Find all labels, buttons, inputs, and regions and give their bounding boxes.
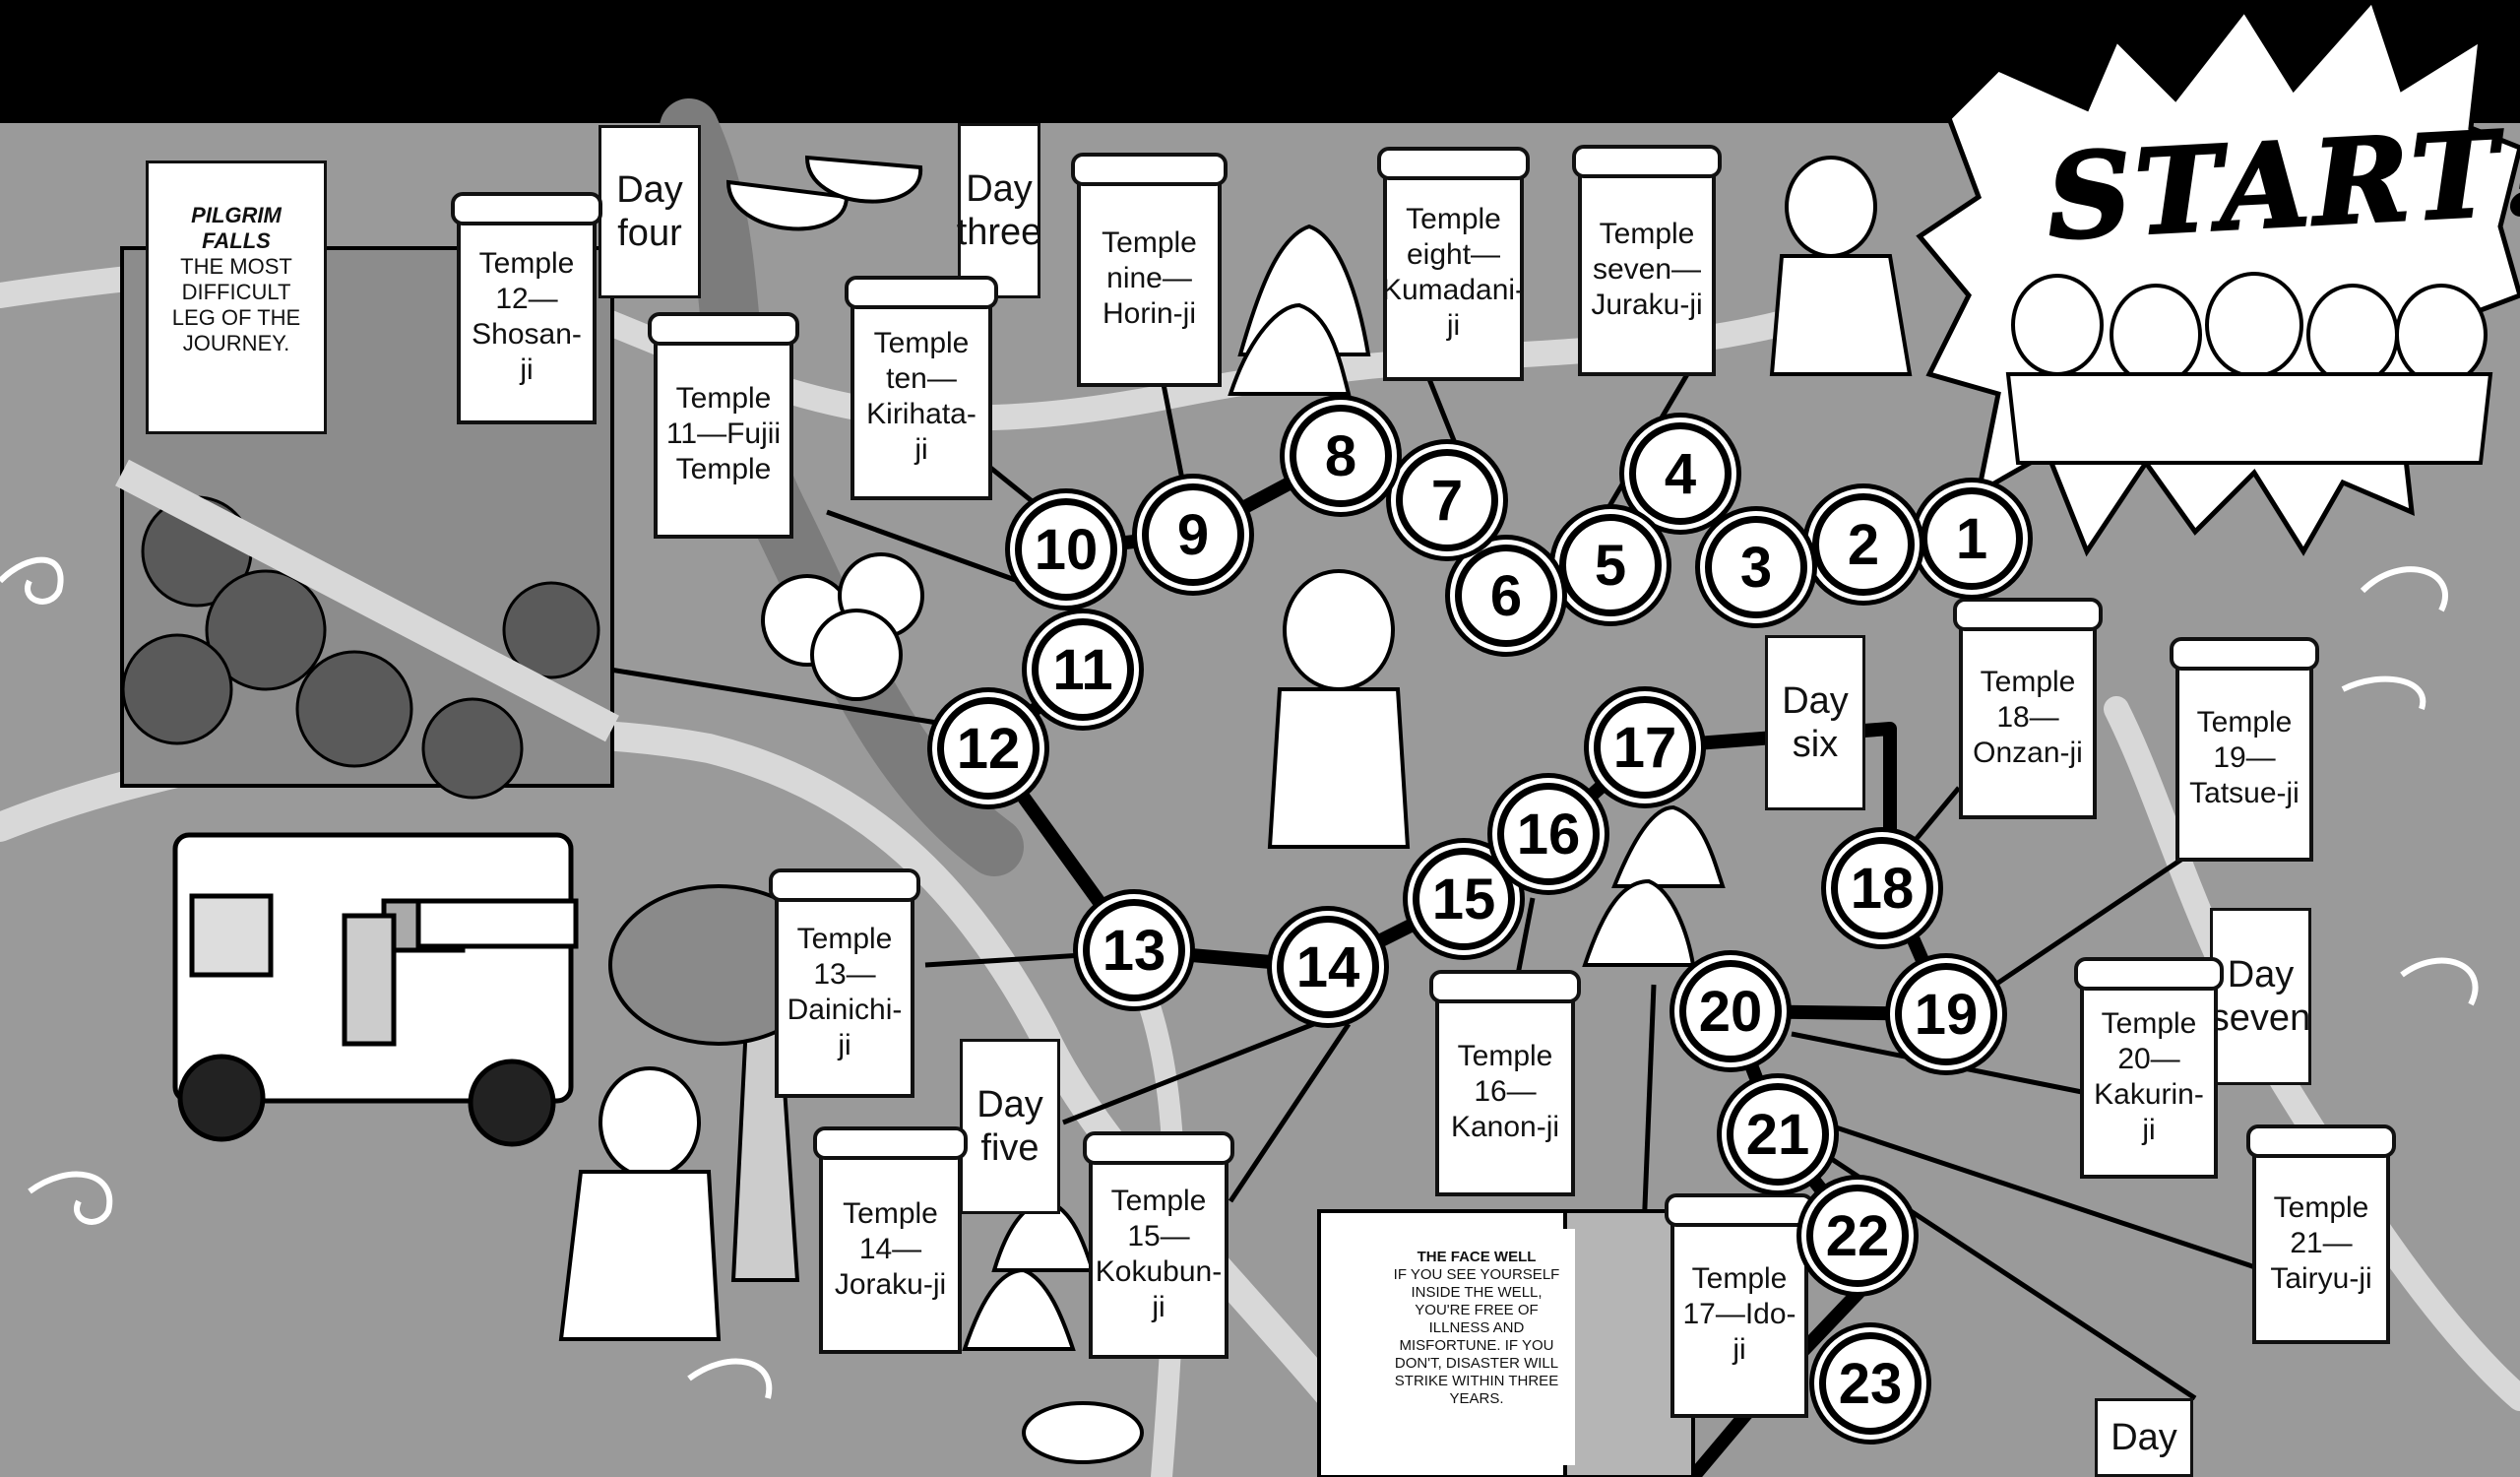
temple-8-scroll: Temple eight—Kumadani-ji xyxy=(1377,147,1530,381)
temple-16-label: Temple 16—Kanon-ji xyxy=(1450,1040,1560,1143)
route-node-20: 20 xyxy=(1679,960,1782,1062)
route-node-4: 4 xyxy=(1629,422,1732,525)
route-node-12: 12 xyxy=(937,697,1040,800)
day-five-box: Day five xyxy=(960,1039,1060,1214)
route-node-10: 10 xyxy=(1015,498,1117,601)
route-node-1: 1 xyxy=(1921,487,2023,590)
temple-15-scroll: Temple 15—Kokubun-ji xyxy=(1083,1131,1234,1359)
hill-icons xyxy=(962,224,1726,1351)
route-node-8: 8 xyxy=(1290,405,1392,507)
day-seven-box: Day seven xyxy=(2210,908,2311,1085)
temple-11-scroll: Temple 11—Fujii Temple xyxy=(648,312,799,539)
temple-21-label: Temple 21—Tairyu-ji xyxy=(2270,1190,2372,1295)
start-burst xyxy=(1916,0,2520,557)
temple-12-scroll: Temple 12—Shosan-ji xyxy=(451,192,602,424)
start-title: START! xyxy=(2043,100,2520,267)
pilgrim-falls-text: THE MOST DIFFICULT LEG OF THE JOURNEY. xyxy=(171,254,301,355)
temple-13-scroll: Temple 13—Dainichi-ji xyxy=(769,868,920,1098)
temple-15-label: Temple 15—Kokubun-ji xyxy=(1095,1184,1223,1323)
route-node-19: 19 xyxy=(1895,963,1997,1065)
temple-14-label: Temple 14—Joraku-ji xyxy=(834,1196,947,1301)
route-node-21: 21 xyxy=(1727,1083,1829,1186)
temple-8-label: Temple eight—Kumadani-ji xyxy=(1381,203,1526,342)
temple-13-label: Temple 13—Dainichi-ji xyxy=(787,922,903,1061)
route-node-2: 2 xyxy=(1812,493,1915,596)
route-node-22: 22 xyxy=(1806,1185,1909,1287)
temple-20-scroll: Temple 20—Kakurin-ji xyxy=(2074,957,2224,1179)
temple-7-scroll: Temple seven—Juraku-ji xyxy=(1572,145,1722,376)
route-node-18: 18 xyxy=(1831,837,1933,939)
day-four-box: Day four xyxy=(598,125,701,298)
route-node-9: 9 xyxy=(1142,483,1244,586)
cloud-swirls xyxy=(0,556,2479,1399)
route-node-7: 7 xyxy=(1396,449,1498,551)
route-node-3: 3 xyxy=(1705,516,1807,618)
route-node-16: 16 xyxy=(1497,783,1600,885)
temple-11-label: Temple 11—Fujii Temple xyxy=(665,382,782,485)
route-node-11: 11 xyxy=(1032,618,1134,721)
temple-10-label: Temple ten—Kirihata-ji xyxy=(866,327,976,466)
route-node-13: 13 xyxy=(1083,899,1185,1001)
temple-10-scroll: Temple ten—Kirihata-ji xyxy=(845,276,998,500)
temple-7-label: Temple seven—Juraku-ji xyxy=(1591,217,1703,321)
route-node-6: 6 xyxy=(1455,545,1557,647)
route-node-17: 17 xyxy=(1594,696,1696,799)
oranges-icon xyxy=(761,552,924,701)
face-well-caption: THE FACE WELL IF YOU SEE YOURSELF INSIDE… xyxy=(1378,1229,1575,1465)
day-three-box: Day three xyxy=(957,123,1041,298)
temple-9-label: Temple nine—Horin-ji xyxy=(1102,226,1197,330)
face-well-text: IF YOU SEE YOURSELF INSIDE THE WELL, YOU… xyxy=(1393,1266,1560,1407)
temple-21-scroll: Temple 21—Tairyu-ji xyxy=(2246,1124,2396,1344)
temple-20-label: Temple 20—Kakurin-ji xyxy=(2094,1006,2204,1146)
day-eight-box: Day xyxy=(2095,1398,2193,1477)
temple-14-scroll: Temple 14—Joraku-ji xyxy=(813,1126,968,1354)
pilgrim-falls-heading: PILGRIM FALLS xyxy=(191,203,282,253)
start-group-characters xyxy=(2005,272,2493,465)
temple-12-label: Temple 12—Shosan-ji xyxy=(472,247,582,386)
camper-van-image xyxy=(172,832,579,1147)
temple-9-scroll: Temple nine—Horin-ji xyxy=(1071,153,1228,387)
pilgrim-characters xyxy=(558,156,1913,1464)
temple-18-label: Temple 18—Onzan-ji xyxy=(1973,665,2083,769)
route-node-5: 5 xyxy=(1559,514,1662,616)
temple-17-label: Temple 17—Ido-ji xyxy=(1682,1262,1796,1366)
route-node-14: 14 xyxy=(1277,916,1379,1018)
temple-17-scroll: Temple 17—Ido-ji xyxy=(1665,1193,1814,1418)
temple-18-scroll: Temple 18—Onzan-ji xyxy=(1953,598,2103,819)
pilgrim-falls-caption: PILGRIM FALLS THE MOST DIFFICULT LEG OF … xyxy=(146,161,327,434)
day-six-box: Day six xyxy=(1765,635,1865,810)
noodle-bowls-icon xyxy=(725,155,923,231)
temple-19-scroll: Temple 19—Tatsue-ji xyxy=(2170,637,2319,862)
route-node-15: 15 xyxy=(1413,848,1515,950)
temple-19-label: Temple 19—Tatsue-ji xyxy=(2189,706,2300,809)
route-node-23: 23 xyxy=(1819,1332,1922,1435)
face-well-heading: THE FACE WELL xyxy=(1417,1249,1537,1265)
temple-16-scroll: Temple 16—Kanon-ji xyxy=(1429,970,1581,1196)
